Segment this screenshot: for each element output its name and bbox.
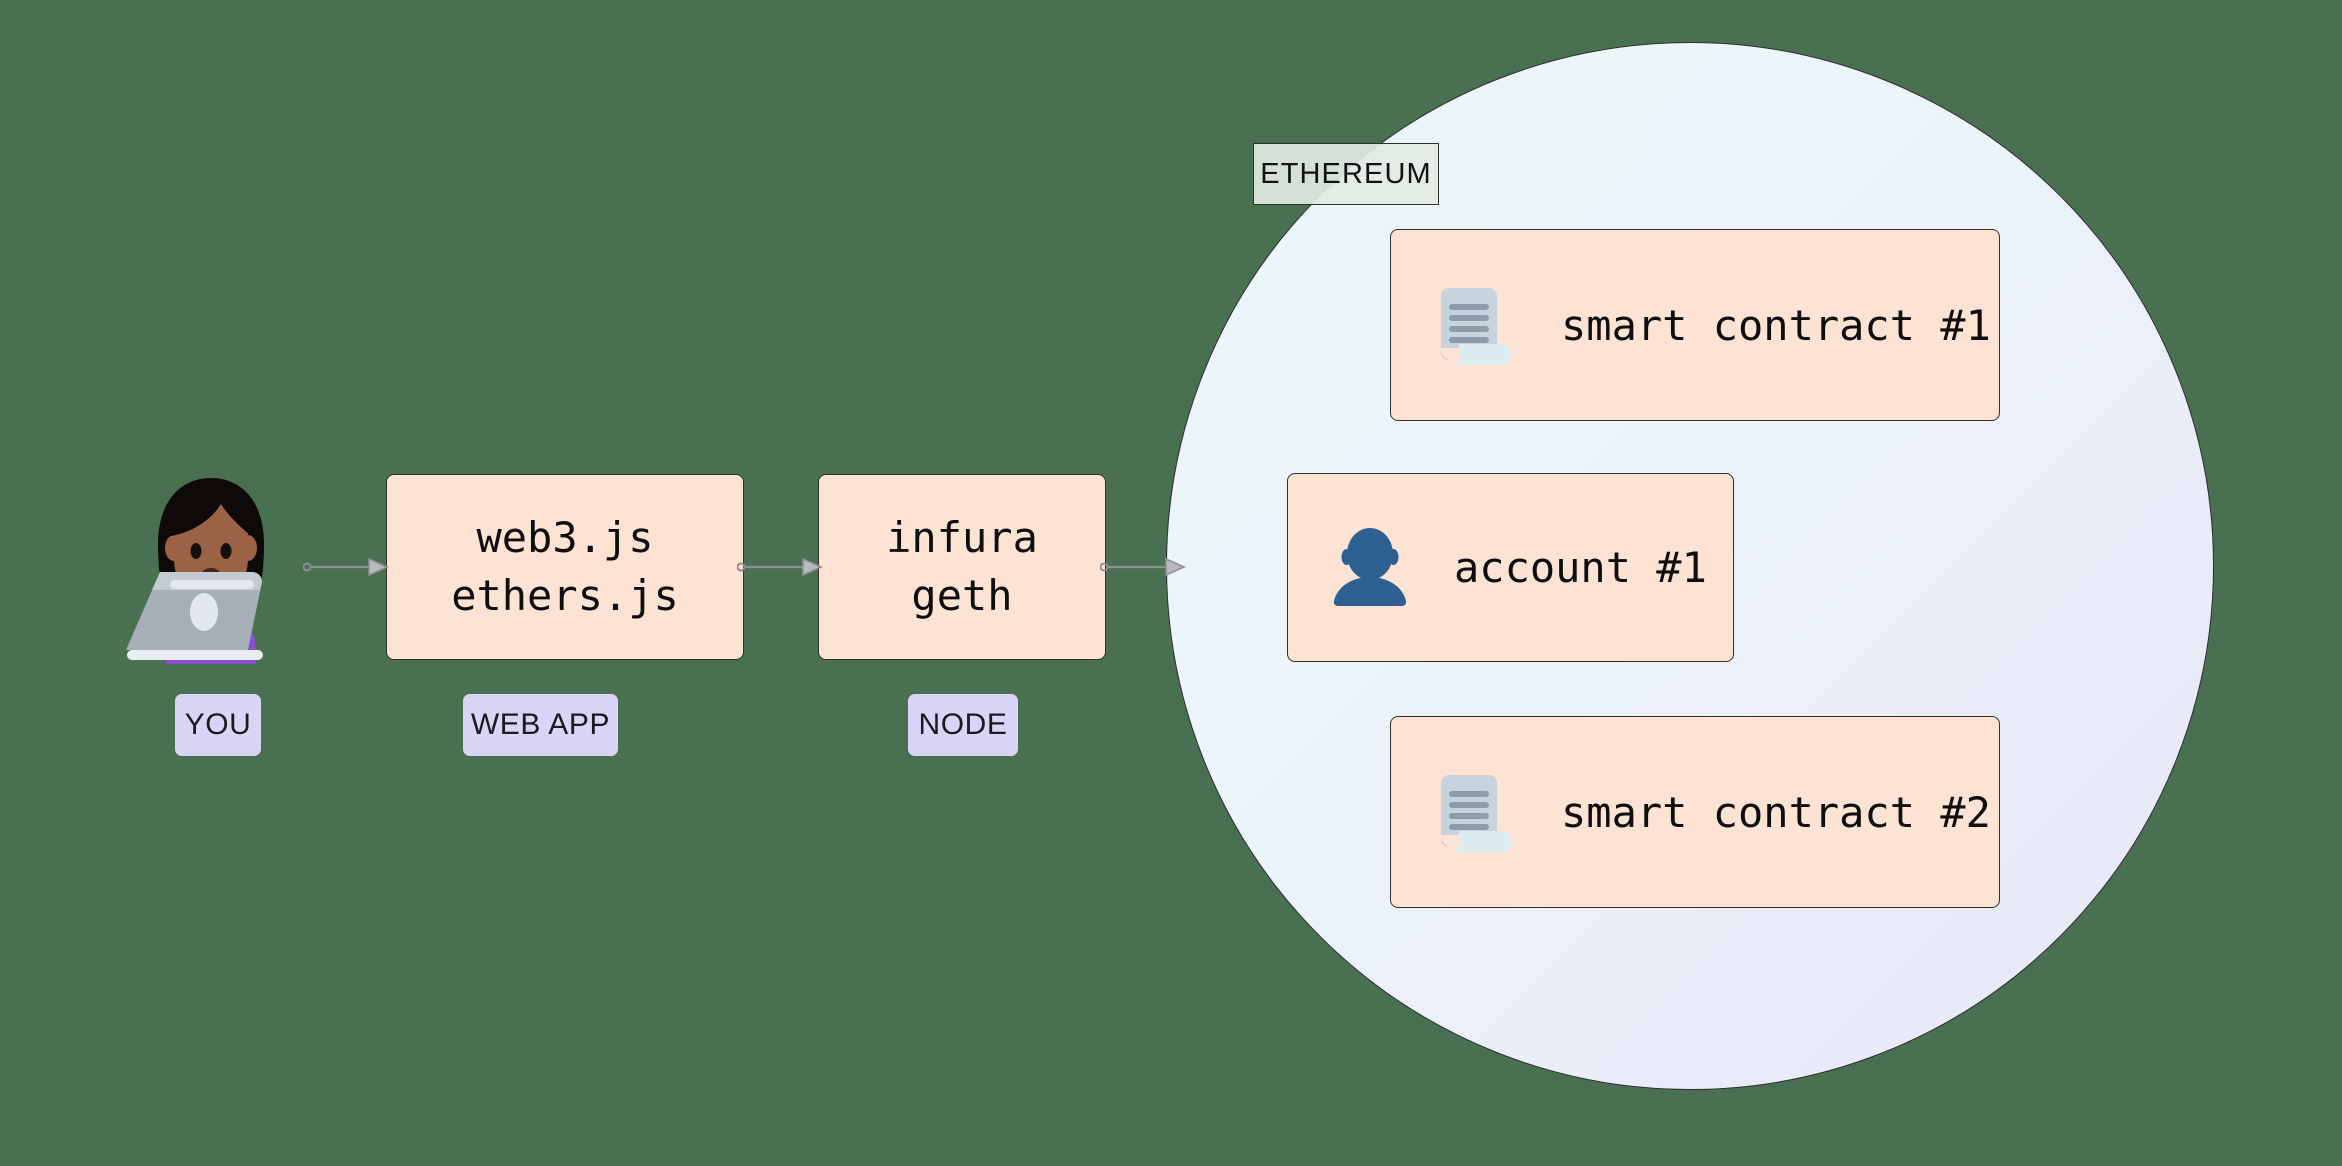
person-bust-icon — [1330, 527, 1410, 609]
stage-tag-webapp: WEB APP — [463, 694, 618, 756]
stage-line-2: ethers.js — [451, 571, 679, 620]
stage-tag-label: NODE — [918, 708, 1008, 741]
stage-box-node[interactable]: infura geth — [818, 474, 1106, 660]
arrow-node-to-ethereum — [1099, 555, 1186, 579]
ethereum-label-text: ETHEREUM — [1260, 157, 1432, 190]
stage-line-1: web3.js — [476, 513, 654, 563]
stage-tag-label: YOU — [184, 708, 252, 741]
ethereum-item-label: smart contract #2 — [1561, 787, 1991, 837]
stage-line-2: geth — [911, 571, 1013, 620]
ethereum-item-account1[interactable]: account #1 — [1287, 473, 1734, 662]
stage-tag-you: YOU — [175, 694, 261, 756]
stage-box-webapp[interactable]: web3.js ethers.js — [386, 474, 744, 660]
stage-tag-node: NODE — [908, 694, 1018, 756]
stage-tag-label: WEB APP — [470, 708, 611, 741]
stage-line-1: infura — [886, 513, 1038, 563]
ethereum-item-contract2[interactable]: smart contract #2 — [1390, 716, 2000, 908]
woman-with-laptop-icon — [116, 472, 306, 672]
document-scroll-icon — [1433, 284, 1517, 366]
ethereum-label-tag: ETHEREUM — [1253, 143, 1439, 205]
ethereum-item-contract1[interactable]: smart contract #1 — [1390, 229, 2000, 421]
ethereum-item-label: account #1 — [1454, 543, 1707, 592]
document-scroll-icon — [1433, 771, 1517, 853]
ethereum-item-label: smart contract #1 — [1561, 300, 1991, 350]
arrow-you-to-webapp — [302, 555, 389, 579]
arrow-webapp-to-node — [736, 555, 823, 579]
